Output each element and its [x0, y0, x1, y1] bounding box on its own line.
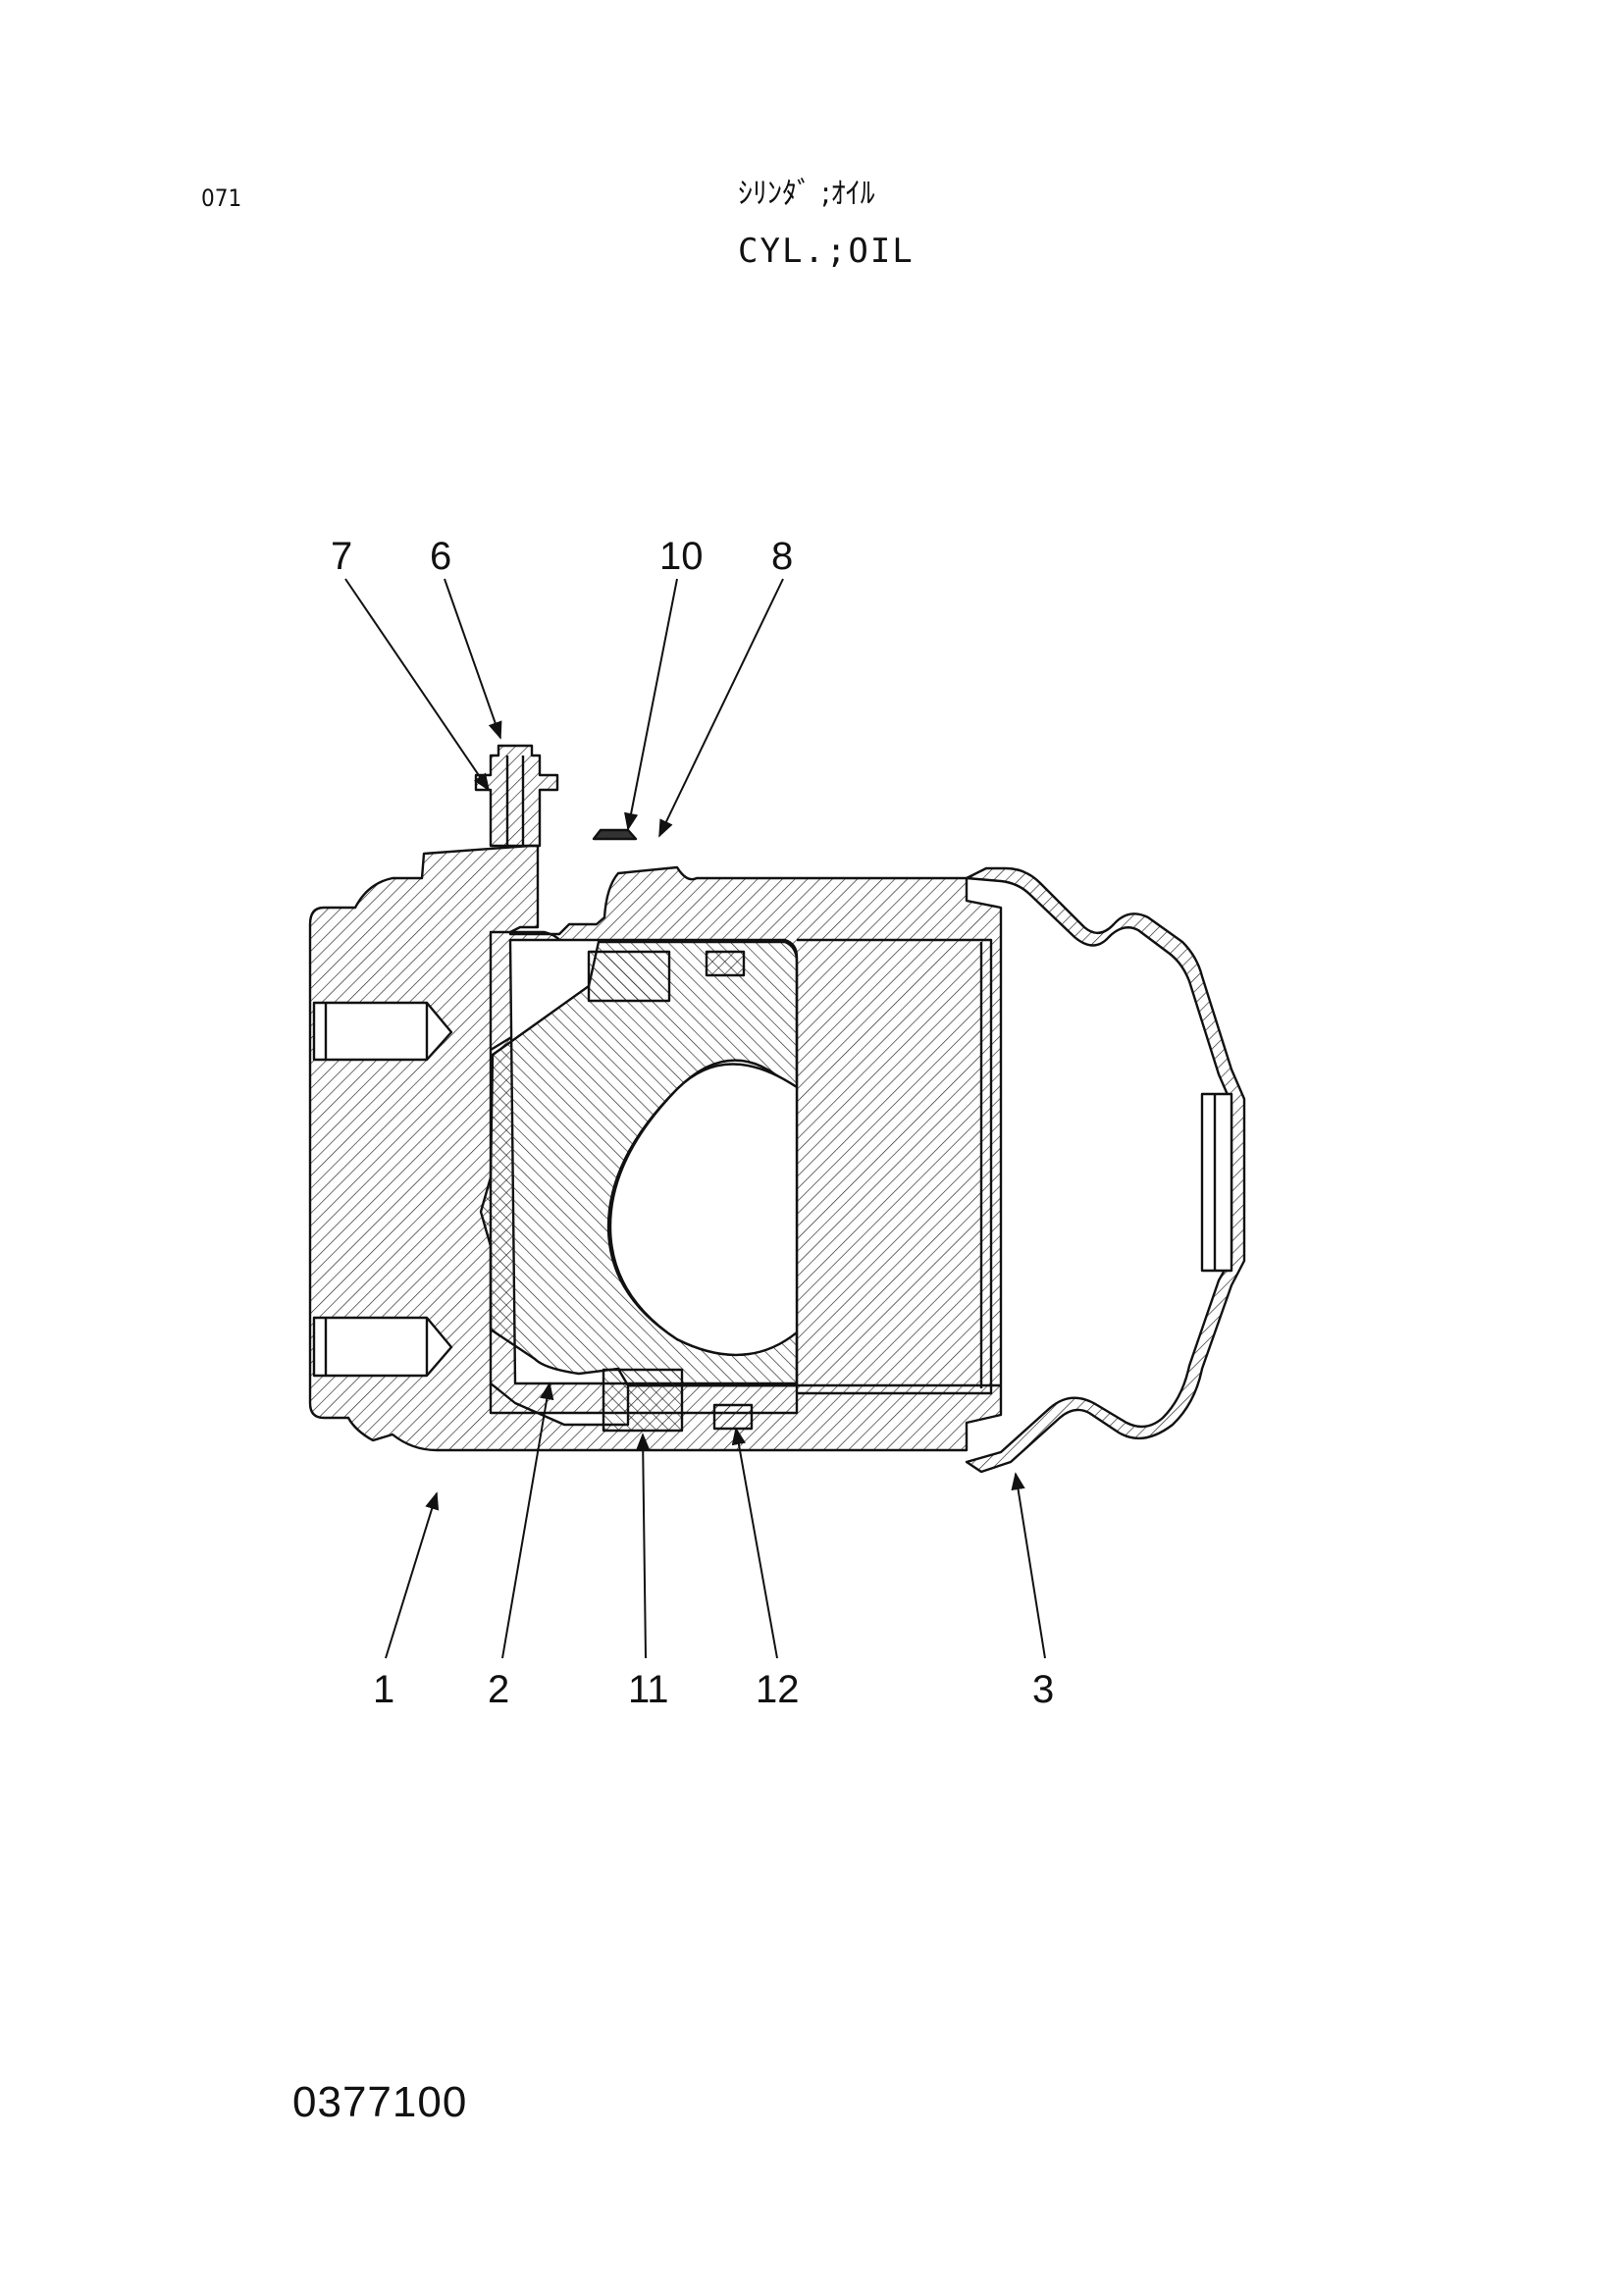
callout-1: 1 — [373, 1668, 394, 1711]
drawing-number: 0377100 — [292, 2078, 468, 2126]
page-number: 071 — [201, 184, 242, 212]
callout-11: 11 — [628, 1668, 669, 1711]
seal-lower-11 — [602, 1368, 684, 1433]
bolt-hole-upper — [312, 1001, 453, 1062]
callout-10: 10 — [659, 535, 704, 578]
callout-6: 6 — [430, 535, 451, 578]
bolt-hole-lower — [312, 1316, 453, 1378]
end-cover — [965, 866, 1246, 1474]
callout-3: 3 — [1032, 1668, 1054, 1711]
callout-7: 7 — [331, 535, 352, 578]
plug-10 — [592, 828, 638, 841]
o-ring-12 — [712, 1403, 754, 1431]
callout-labels: 7 6 10 8 1 2 11 12 3 — [331, 535, 1054, 1711]
title-english: CYL.;OIL — [738, 232, 915, 271]
seal-upper-11 — [587, 950, 671, 1003]
callout-12: 12 — [756, 1668, 800, 1711]
callout-2: 2 — [488, 1668, 509, 1711]
callout-8: 8 — [771, 535, 793, 578]
title-japanese: ｼﾘﾝﾀﾞ ;ｵｲﾙ — [738, 177, 875, 211]
grease-fitting — [474, 744, 559, 848]
